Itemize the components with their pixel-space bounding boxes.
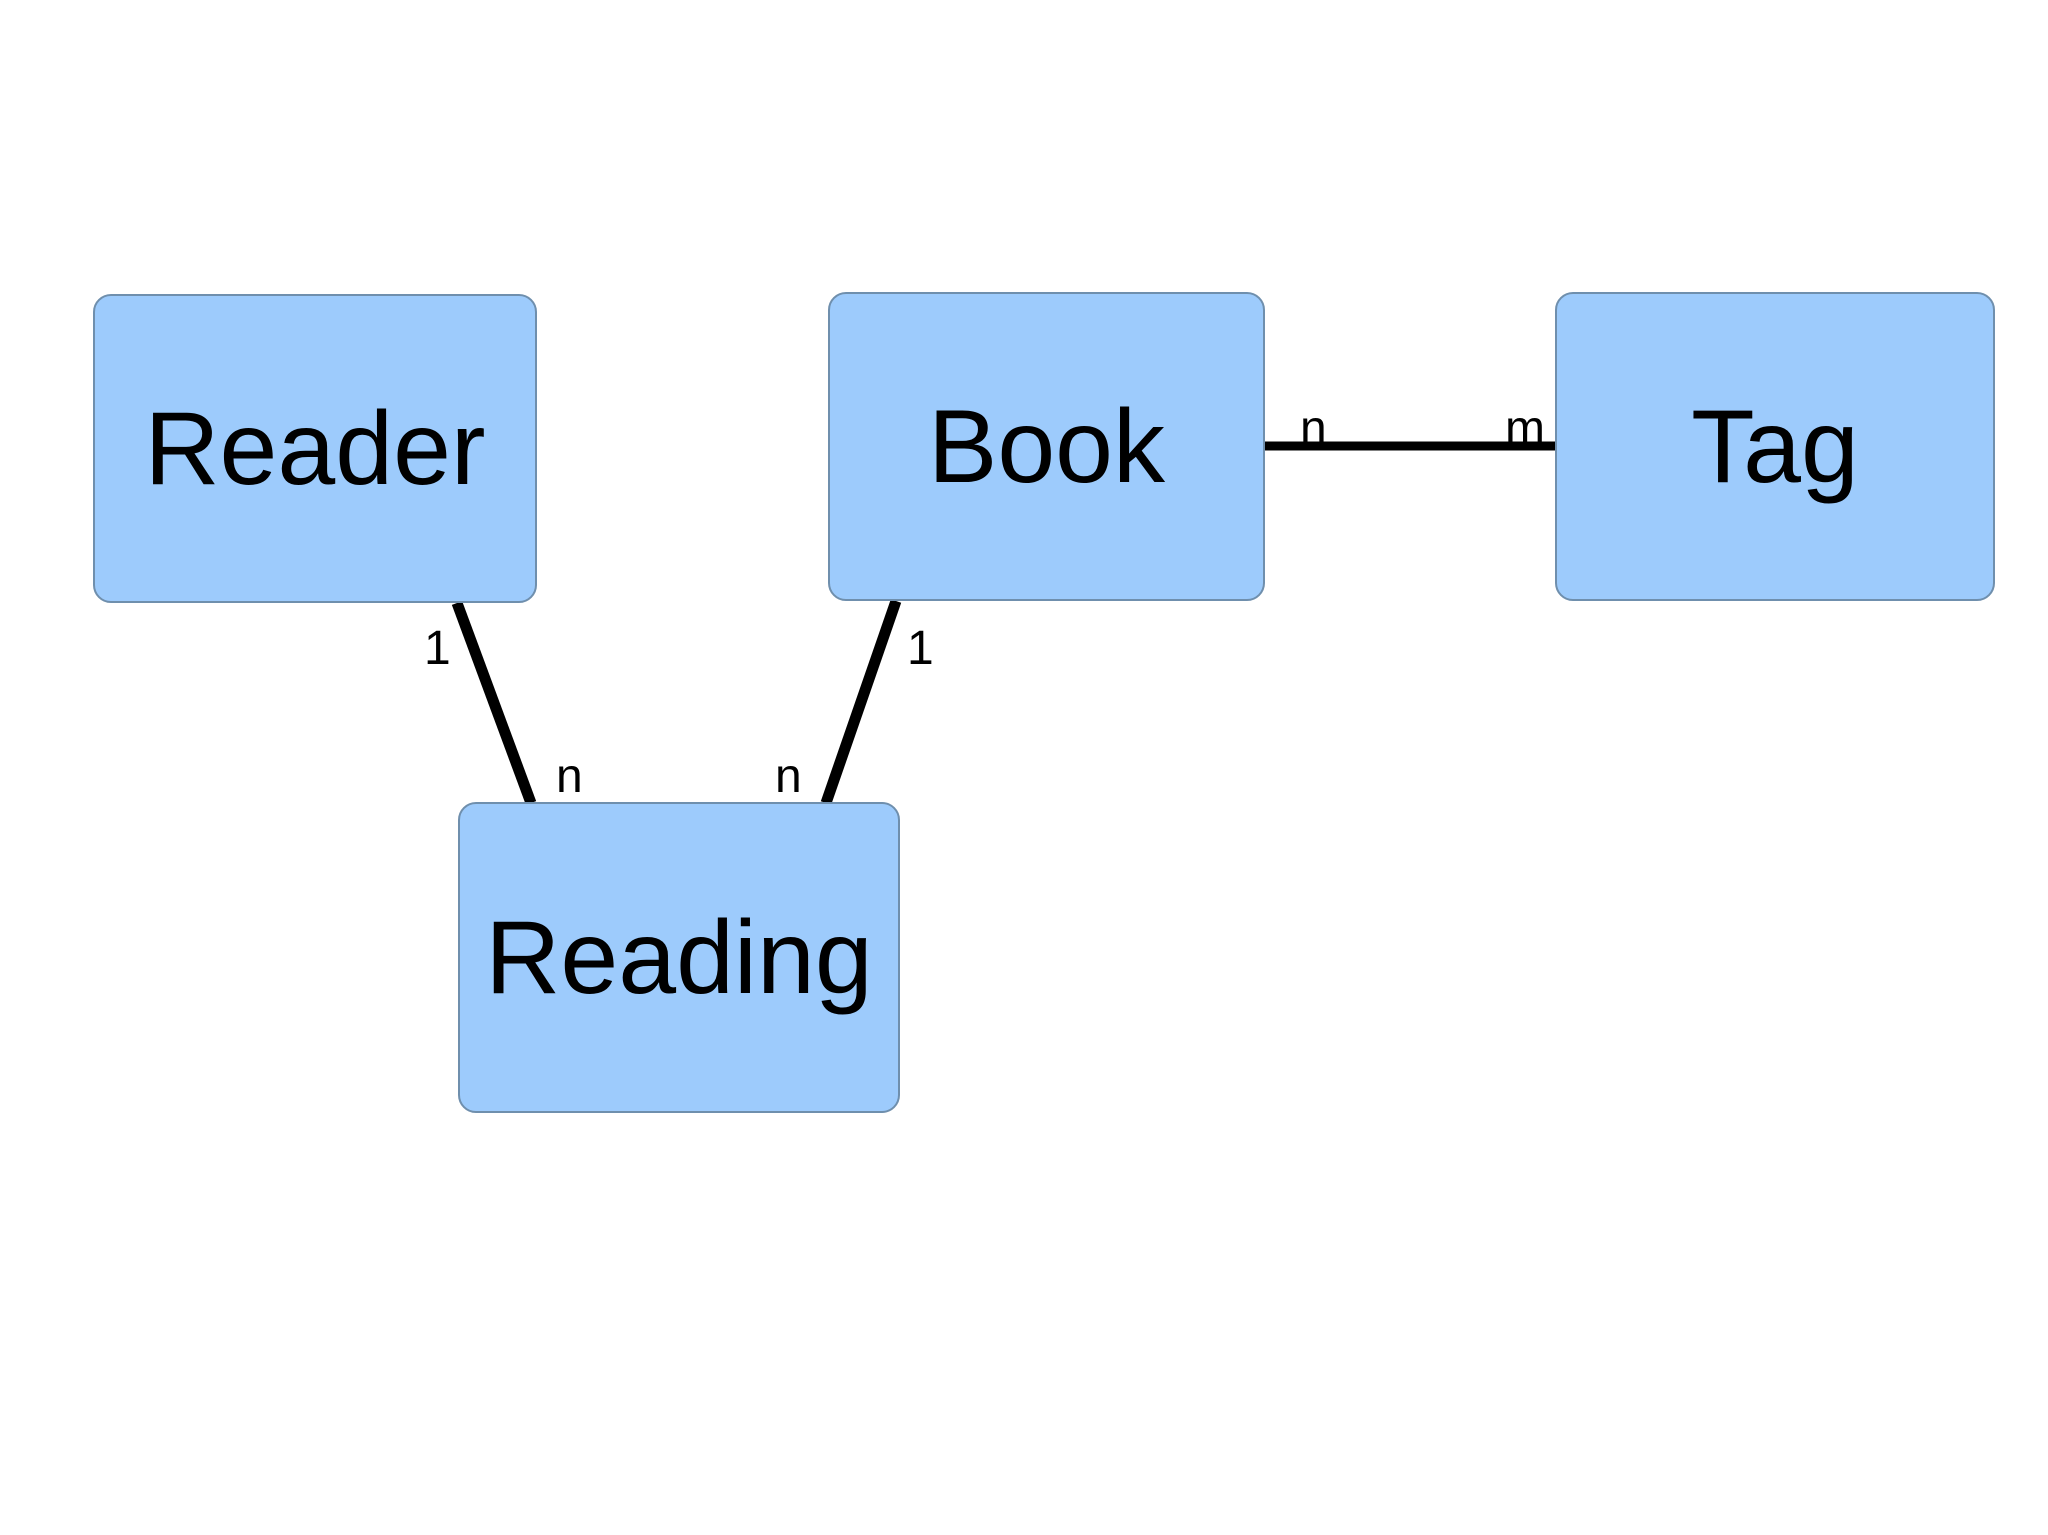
entity-book-label: Book bbox=[927, 388, 1166, 505]
entity-reading-label: Reading bbox=[485, 899, 873, 1016]
entity-reading[interactable]: Reading bbox=[458, 802, 900, 1113]
entity-reader-label: Reader bbox=[144, 390, 486, 507]
cardinality-book-reading-from: 1 bbox=[907, 622, 934, 675]
edge-reader-reading bbox=[451, 601, 537, 805]
cardinality-book-reading-to: n bbox=[775, 750, 802, 803]
entity-tag[interactable]: Tag bbox=[1555, 292, 1995, 601]
cardinality-reader-reading-from: 1 bbox=[424, 622, 451, 675]
cardinality-reader-reading-to: n bbox=[556, 750, 583, 803]
cardinality-book-tag-to: m bbox=[1505, 402, 1545, 455]
cardinality-book-tag-from: n bbox=[1300, 402, 1327, 455]
entity-book[interactable]: Book bbox=[828, 292, 1265, 601]
entity-tag-label: Tag bbox=[1691, 388, 1859, 505]
entity-reader[interactable]: Reader bbox=[93, 294, 537, 603]
edge-book-reading bbox=[820, 599, 902, 805]
